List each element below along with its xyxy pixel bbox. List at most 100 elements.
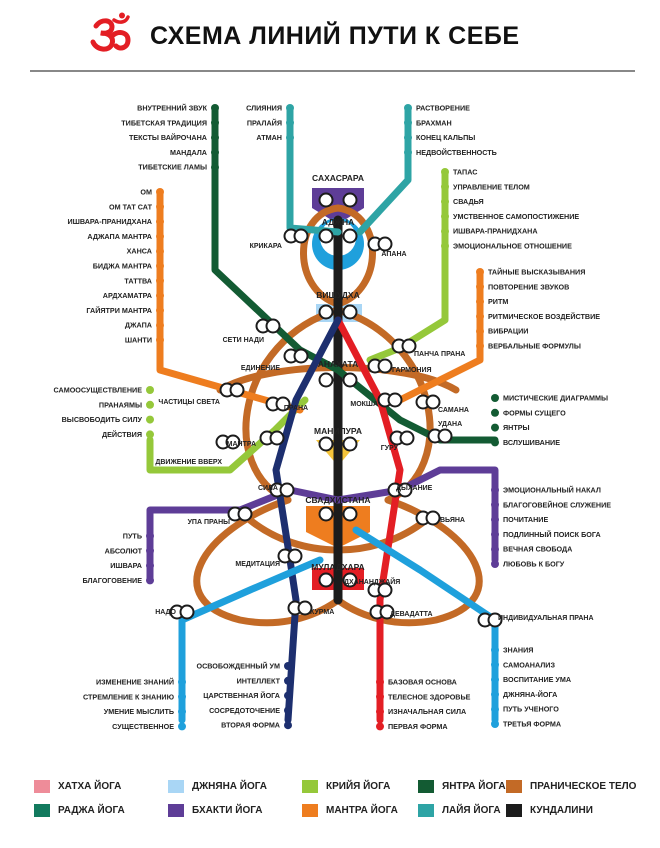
list-navy-bottom-dot-1 [284, 676, 292, 685]
list-top-left-item-3: МАНДАЛА [170, 148, 207, 157]
list-kriya-right-dot-3 [441, 212, 449, 221]
list-mantra-left-dot-0 [156, 188, 164, 196]
list-mantra-left-item-4: ХАНСА [127, 247, 152, 256]
list-navy-bottom-dot-2 [284, 691, 292, 700]
list-bhakti-left-dot-0 [146, 532, 154, 540]
list-mantra-left-dot-7 [156, 291, 164, 300]
list-jnana-right-item-1: САМОАНАЛИЗ [503, 660, 555, 669]
chakra-manipura-ring-r [342, 436, 358, 452]
legend-item: КРИЙЯ ЙОГА [302, 780, 390, 793]
list-kriya-right-item-4: ИШВАРА-ПРАНИДХАНА [453, 227, 538, 236]
station-kurma-label: КУРМА [310, 609, 334, 616]
pranic-left-upper [242, 306, 342, 504]
list-navy-bottom-dot-0 [284, 662, 292, 670]
list-top-mid-dot-1 [286, 118, 294, 127]
list-red-bottom-dot-2 [376, 707, 384, 716]
station-upa_prany-label: УПА ПРАНЫ [188, 519, 231, 526]
list-jnana-left-dot-1 [178, 692, 186, 701]
list-jnana-right-dot-2 [491, 675, 499, 684]
list-kriya-left-item-3: ДЕЙСТВИЯ [102, 430, 142, 439]
list-mantra-right-item-0: ТАЙНЫЕ ВЫСКАЗЫВАНИЯ [488, 268, 585, 277]
list-top-right-item-3: НЕДВОЙСТВЕННОСТЬ [416, 148, 497, 157]
list-bhakti-right-item-1: БЛАГОГОВЕЙНОЕ СЛУЖЕНИЕ [503, 500, 611, 509]
station-upa_prany-b [237, 506, 253, 522]
list-jnana-right-dot-4 [491, 705, 499, 714]
station-guru-b [399, 430, 415, 446]
list-yantra-right-item-0: МИСТИЧЕСКИЕ ДИАГРАММЫ [503, 394, 608, 403]
list-jnana-left-item-3: СУЩЕСТВЕННОЕ [112, 722, 174, 731]
list-top-mid-item-1: ПРАЛАЙЯ [247, 118, 282, 127]
list-jnana-left-dot-0 [178, 678, 186, 686]
station-dvizhenie_vverh-label: ДВИЖЕНИЕ ВВЕРХ [155, 459, 222, 466]
chakra-sahasrara-ring-r [342, 192, 358, 208]
station-chastitsy_sveta-b [229, 382, 245, 398]
list-mantra-left-item-6: ТАТТВА [124, 276, 152, 285]
legend-item: ЛАЙЯ ЙОГА [418, 804, 501, 817]
legend-item: ХАТХА ЙОГА [34, 780, 121, 793]
station-prana-b [275, 396, 291, 412]
list-top-left-dot-0 [211, 104, 219, 112]
list-mantra-left-dot-4 [156, 247, 164, 256]
chakra-vishuddha-label: ВИШУДХА [316, 290, 360, 300]
legend-swatch-icon [418, 804, 434, 817]
legend-label: КРИЙЯ ЙОГА [326, 781, 391, 792]
list-top-right-item-1: БРАХМАН [416, 118, 452, 127]
list-bhakti-right-dot-2 [491, 515, 499, 524]
labels: САХАСРАРААДЖНАВИШУДХААНАХАТАМАНИПУРАСВАД… [54, 104, 612, 731]
legend-swatch-icon [168, 780, 184, 793]
list-mantra-left-dot-1 [156, 202, 164, 211]
list-red-bottom-item-2: ИЗНАЧАЛЬНАЯ СИЛА [388, 707, 466, 716]
list-yantra-right-item-1: ФОРМЫ СУЩЕГО [503, 408, 566, 417]
list-kriya-left-item-1: ПРАНАЯМЫ [99, 400, 142, 409]
list-jnana-left-item-1: СТРЕМЛЕНИЕ К ЗНАНИЮ [83, 692, 175, 701]
list-kriya-right-item-0: ТАПАС [453, 168, 477, 177]
list-bhakti-left-dot-2 [146, 561, 154, 570]
list-jnana-left-dot-3 [178, 722, 186, 731]
list-kriya-left-dot-3 [146, 430, 154, 439]
list-kriya-right-item-2: СВАДЬЯ [453, 197, 484, 206]
station-moksha-b [387, 392, 403, 408]
red-line [334, 316, 404, 724]
list-mantra-left-dot-9 [156, 321, 164, 330]
jnana-left [178, 556, 324, 724]
legend-item: РАДЖА ЙОГА [34, 804, 125, 817]
pranic-left-lower [193, 496, 342, 627]
list-kriya-left-dot-0 [146, 386, 154, 394]
list-mantra-right-dot-2 [476, 297, 484, 306]
station-samana-b [425, 394, 441, 410]
list-bhakti-right-dot-1 [491, 500, 499, 509]
station-pancha_prana-label: ПАНЧА ПРАНА [414, 351, 465, 358]
list-yantra-right-dot-2 [491, 423, 499, 432]
list-bhakti-right-dot-5 [491, 560, 499, 568]
list-bhakti-right-item-4: ВЕЧНАЯ СВОБОДА [503, 545, 572, 554]
chakra-muladhara-label: МУЛАДХАРА [311, 562, 364, 572]
legend-item: БХАКТИ ЙОГА [168, 804, 262, 817]
station-dkhananjaya-b [377, 582, 393, 598]
list-red-bottom-dot-0 [376, 678, 384, 686]
list-top-right-item-0: РАСТВОРЕНИЕ [416, 104, 470, 113]
station-vyana-label: ВЬЯНА [440, 517, 465, 524]
legend-label: МАНТРА ЙОГА [326, 805, 398, 816]
list-mantra-left-dot-8 [156, 306, 164, 315]
chakra-ajna-ring-r [342, 228, 358, 244]
bhakti-right [334, 466, 499, 564]
legend-label: РАДЖА ЙОГА [58, 805, 125, 816]
station-krikara-label: КРИКАРА [250, 243, 282, 250]
station-meditatsia-label: МЕДИТАЦИЯ [235, 561, 280, 568]
header: СХЕМА ЛИНИЙ ПУТИ К СЕБЕ [0, 0, 660, 72]
list-jnana-left-item-0: ИЗМЕНЕНИЕ ЗНАНИЙ [96, 678, 174, 687]
station-udana-b [437, 428, 453, 444]
list-mantra-left-item-7: АРДХАМАТРА [103, 291, 152, 300]
list-mantra-left-item-8: ГАЙЯТРИ МАНТРА [86, 306, 152, 315]
jnana-right [352, 526, 499, 724]
list-bhakti-right-item-3: ПОДЛИННЫЙ ПОИСК БОГА [503, 530, 601, 539]
station-edinenie-label: ЕДИНЕНИЕ [241, 365, 280, 372]
list-mantra-left-item-5: БИДЖА МАНТРА [93, 262, 152, 271]
list-mantra-left-item-0: ОМ [140, 188, 152, 197]
list-mantra-left-dot-2 [156, 217, 164, 226]
legend-item: ДЖНЯНА ЙОГА [168, 780, 267, 793]
list-top-right-dot-3 [404, 148, 412, 157]
legend-swatch-icon [418, 780, 434, 793]
legend-label: ДЖНЯНА ЙОГА [192, 781, 268, 792]
